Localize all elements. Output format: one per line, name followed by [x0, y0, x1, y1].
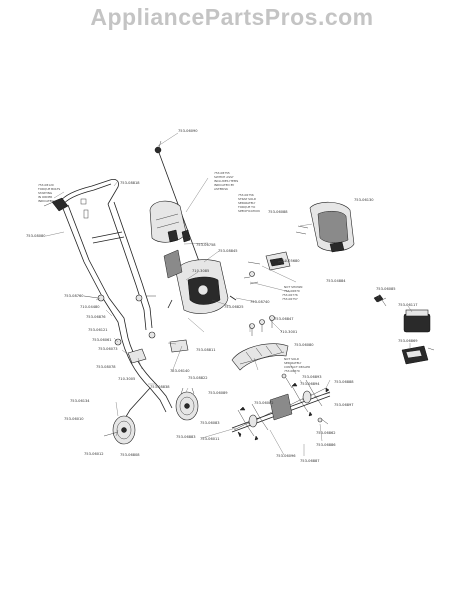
part-label: 710-05680 — [280, 259, 300, 263]
part-label: 710-3085 — [192, 269, 209, 273]
part-label: 753-06869 — [398, 339, 418, 343]
part-label: 753-08740 — [250, 300, 270, 304]
note-strap: 753-06756 STRAP SOLD SEPARATELY TORQUE T… — [237, 193, 260, 213]
part-label: 710-3005 — [118, 377, 135, 381]
part-label: 753-08845 — [218, 249, 238, 253]
note-contact-dealer: NOT SOLD SEPARATELY CONTACT DEALER 753-0… — [284, 357, 311, 373]
diagram-notes: 753-08120 TORQUE BOLTS STARTING IN ORDER… — [37, 171, 311, 373]
part-label: 753-08080 — [26, 234, 46, 238]
part-label: 753-06134 — [70, 399, 90, 403]
part-label: 753-06080 — [294, 343, 314, 347]
wheels — [103, 387, 199, 445]
part-label: 753-06886 — [316, 443, 336, 447]
part-label: 753-08078 — [96, 365, 116, 369]
part-label: 753-06117 — [398, 303, 418, 307]
battery-housing — [243, 201, 355, 285]
part-label: 753-06893 — [302, 375, 322, 379]
part-label: 753-06883 — [176, 435, 196, 439]
part-label: 753-06758 — [196, 243, 216, 247]
part-label: 753-06140 — [170, 369, 190, 373]
part-label: 753-06011 — [200, 437, 220, 441]
part-label: 753-06808 — [120, 453, 140, 457]
part-label: 753-08760 — [64, 294, 84, 298]
battery-charger-group — [373, 294, 435, 365]
part-label: 753-06825 — [224, 305, 244, 309]
note-switch-assy: 753-08755 SWITCH ASSY INCLUDES ITEMS IND… — [214, 171, 239, 191]
part-label: 753-06073 — [98, 347, 118, 351]
note-torque-bolts: 753-08120 TORQUE BOLTS STARTING IN ORDER… — [37, 183, 61, 203]
part-label: 753-06082 — [254, 401, 274, 405]
part-label: 753-06088 — [268, 210, 288, 214]
site-watermark-title: AppliancePartsPros.com — [90, 4, 374, 30]
part-label: 753-06010 — [64, 417, 84, 421]
note-not-shown: NOT SHOWN 753-06870 — [284, 285, 303, 293]
part-label: 753-06061 — [92, 338, 112, 342]
part-label: 710-04480 — [80, 305, 100, 309]
part-labels: 753-06090 753-08818 753-08080 753-06758 … — [26, 129, 418, 463]
tine-assembly — [231, 373, 331, 441]
part-label: 753-06894 — [300, 382, 320, 386]
part-label: 753-06887 — [300, 459, 320, 463]
part-label: 753-08811 — [196, 348, 216, 352]
handle-assembly — [43, 179, 189, 421]
part-label: 753-06096 — [276, 454, 296, 458]
part-label: 753-06847 — [274, 317, 294, 321]
part-label: 753-08822 — [188, 376, 208, 380]
part-label: 753-08818 — [120, 181, 140, 185]
part-label: 753-06090 — [178, 129, 198, 133]
part-label: 753-06089 — [208, 391, 228, 395]
note-part-pair: 753-06776 753-06757 — [282, 293, 299, 301]
part-label: 753-06085 — [376, 287, 396, 291]
part-label: 753-06862 — [316, 431, 336, 435]
part-label: 710-3001 — [280, 330, 297, 334]
part-label: 753-06012 — [84, 452, 104, 456]
part-label: 753-06083 — [200, 421, 220, 425]
tine-shield — [231, 315, 289, 371]
part-label: 753-06897 — [334, 403, 354, 407]
part-label: 753-06121 — [88, 328, 108, 332]
motor-housing — [149, 200, 237, 314]
part-label: 753-04884 — [326, 279, 346, 283]
part-label: 753-06130 — [354, 198, 374, 202]
leader-lines — [45, 132, 413, 456]
part-label: 753-06888 — [334, 380, 354, 384]
part-label: 753-08838 — [150, 385, 170, 389]
part-label: 753-06876 — [86, 315, 106, 319]
